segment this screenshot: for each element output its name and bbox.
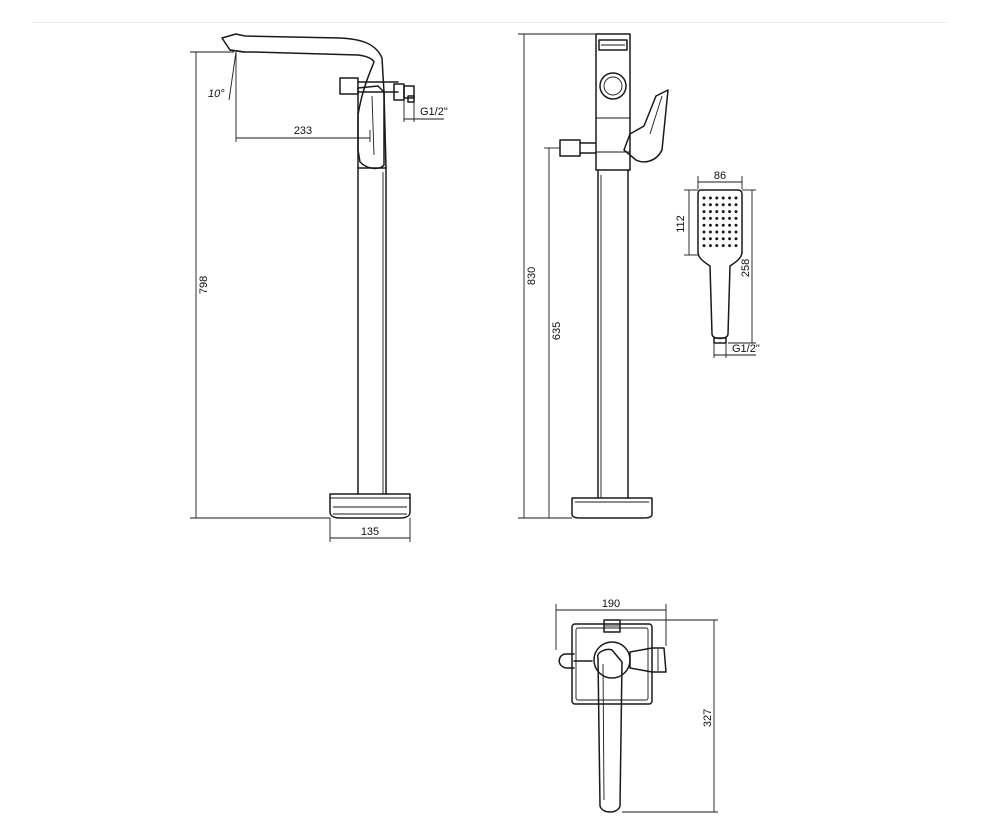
spray-nozzle bbox=[721, 210, 725, 214]
spray-nozzle bbox=[734, 237, 738, 241]
spray-nozzle bbox=[728, 203, 732, 207]
side-view: 10° 233 G1/2" 798 135 bbox=[190, 33, 448, 542]
spray-nozzle bbox=[728, 223, 732, 227]
spray-nozzle bbox=[721, 196, 725, 200]
top-view: 190 327 bbox=[555, 598, 718, 813]
spray-nozzle bbox=[721, 237, 725, 241]
top-width-label: 190 bbox=[602, 598, 620, 610]
spray-nozzle bbox=[708, 210, 712, 214]
spray-nozzle bbox=[728, 230, 732, 234]
spray-nozzle bbox=[702, 203, 706, 207]
front-height-label: 830 bbox=[526, 267, 538, 285]
spray-nozzle bbox=[734, 210, 738, 214]
outlet-height-label: 635 bbox=[551, 322, 563, 340]
spray-nozzle bbox=[728, 237, 732, 241]
spray-nozzle bbox=[702, 210, 706, 214]
base-width-label: 135 bbox=[361, 526, 379, 538]
spray-nozzle bbox=[721, 203, 725, 207]
spray-nozzle bbox=[708, 223, 712, 227]
front-view: 830 635 bbox=[518, 33, 669, 519]
side-height-label: 798 bbox=[198, 276, 210, 294]
spray-nozzle bbox=[728, 216, 732, 220]
side-connection-label: G1/2" bbox=[420, 106, 448, 118]
spray-nozzle bbox=[728, 196, 732, 200]
spray-nozzle bbox=[708, 230, 712, 234]
spray-nozzle bbox=[734, 216, 738, 220]
hand-shower: 86 112 258 G1/2" bbox=[675, 170, 760, 358]
spray-nozzle bbox=[734, 203, 738, 207]
spray-nozzle bbox=[715, 223, 719, 227]
spray-nozzle bbox=[721, 223, 725, 227]
spray-nozzle bbox=[702, 237, 706, 241]
spray-nozzle bbox=[734, 196, 738, 200]
spray-nozzle bbox=[715, 216, 719, 220]
spray-nozzle bbox=[734, 230, 738, 234]
spray-nozzle bbox=[715, 237, 719, 241]
handshower-connection-label: G1/2" bbox=[732, 343, 760, 355]
spray-nozzle bbox=[715, 203, 719, 207]
spray-nozzle bbox=[715, 196, 719, 200]
spray-nozzle bbox=[721, 244, 725, 248]
spray-nozzle bbox=[708, 216, 712, 220]
header-divider bbox=[32, 22, 948, 23]
spray-nozzle bbox=[728, 244, 732, 248]
handshower-head-label: 112 bbox=[675, 215, 687, 233]
spray-nozzle bbox=[702, 223, 706, 227]
spray-nozzle bbox=[708, 244, 712, 248]
spray-nozzle bbox=[715, 244, 719, 248]
spray-nozzle bbox=[702, 216, 706, 220]
spray-nozzle bbox=[721, 230, 725, 234]
handshower-width-label: 86 bbox=[714, 170, 726, 182]
spray-nozzle bbox=[702, 196, 706, 200]
spray-nozzle bbox=[721, 216, 725, 220]
spray-nozzle bbox=[708, 203, 712, 207]
spray-nozzle bbox=[715, 230, 719, 234]
angle-label: 10° bbox=[208, 88, 225, 100]
spray-nozzle bbox=[702, 230, 706, 234]
spray-nozzle-grid bbox=[702, 196, 738, 248]
spray-nozzle bbox=[734, 244, 738, 248]
spout-reach-label: 233 bbox=[294, 125, 312, 137]
spray-nozzle bbox=[708, 196, 712, 200]
handshower-length-label: 258 bbox=[740, 259, 752, 277]
spray-nozzle bbox=[728, 210, 732, 214]
spray-nozzle bbox=[715, 210, 719, 214]
spray-nozzle bbox=[702, 244, 706, 248]
spray-nozzle bbox=[708, 237, 712, 241]
top-depth-label: 327 bbox=[702, 709, 714, 727]
spray-nozzle bbox=[734, 223, 738, 227]
